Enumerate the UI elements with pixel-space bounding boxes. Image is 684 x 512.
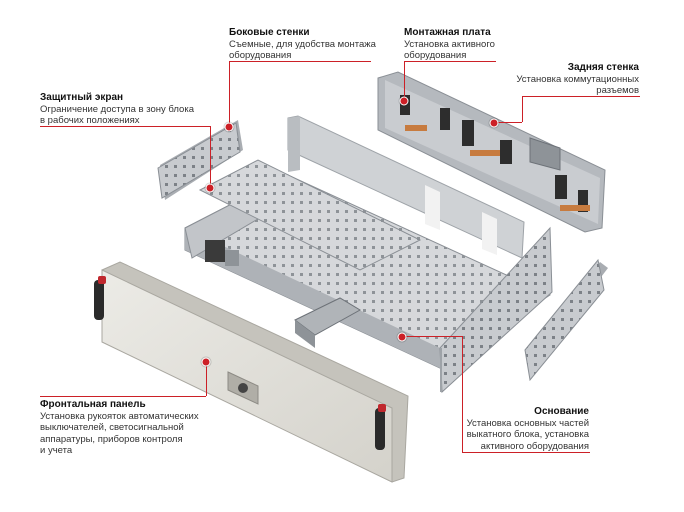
leader-dot bbox=[224, 122, 234, 132]
callout-rule bbox=[522, 96, 640, 97]
callout-title: Монтажная плата bbox=[404, 27, 491, 38]
leader-line bbox=[404, 61, 405, 101]
callout-front-panel: Фронтальная панель Установка рукояток ав… bbox=[40, 399, 199, 457]
chassis-back-wall bbox=[287, 115, 525, 325]
front-panel bbox=[94, 261, 409, 483]
callout-title: Защитный экран bbox=[40, 92, 124, 103]
leader-line bbox=[522, 96, 523, 122]
callout-text: разъемов bbox=[596, 85, 639, 96]
callout-text: оборудования bbox=[229, 50, 292, 61]
callout-text: выкатного блока, установка bbox=[466, 429, 589, 440]
leader-line bbox=[206, 362, 207, 396]
leader-dot bbox=[205, 183, 215, 193]
leader-dot bbox=[399, 96, 409, 106]
callout-text: Установка рукояток автоматических bbox=[40, 410, 199, 422]
callout-text: Съемные, для удобства монтажа bbox=[229, 38, 376, 50]
mount-bridge-plate bbox=[198, 159, 422, 271]
leader-dot bbox=[397, 332, 407, 342]
leader-dot bbox=[201, 357, 211, 367]
base-components bbox=[205, 240, 361, 348]
leader-line bbox=[229, 61, 230, 127]
callout-text: Установка активного bbox=[404, 38, 495, 50]
callout-base: Основание Установка основных частей выка… bbox=[467, 406, 589, 452]
callout-text: и учета bbox=[40, 445, 73, 456]
callout-rule bbox=[404, 61, 496, 62]
callout-rule bbox=[40, 396, 206, 397]
callout-rule bbox=[40, 126, 210, 127]
callout-mount-plate: Монтажная плата Установка активного обор… bbox=[404, 27, 495, 62]
callout-text: аппаратуры, приборов контроля bbox=[40, 433, 183, 445]
callout-text: Ограничение доступа в зону блока bbox=[40, 103, 194, 115]
callout-text: оборудования bbox=[404, 50, 467, 61]
callout-title: Задняя стенка bbox=[567, 62, 639, 73]
leader-line bbox=[210, 126, 211, 188]
back-wall-plate bbox=[377, 71, 606, 233]
callout-rule bbox=[229, 61, 371, 62]
callout-title: Боковые стенки bbox=[229, 27, 310, 38]
callout-text: в рабочих положениях bbox=[40, 115, 140, 126]
leader-line bbox=[462, 336, 463, 452]
callout-side-walls: Боковые стенки Съемные, для удобства мон… bbox=[229, 27, 376, 62]
leader-line bbox=[402, 336, 462, 337]
leader-line bbox=[494, 122, 522, 123]
callout-title: Фронтальная панель bbox=[40, 399, 146, 410]
callout-text: активного оборудования bbox=[480, 440, 589, 452]
callout-text: Установка коммутационных bbox=[516, 73, 639, 85]
side-wall-right bbox=[524, 258, 608, 382]
callout-back-wall: Задняя стенка Установка коммутационных р… bbox=[516, 62, 639, 97]
callout-text: выключателей, светосигнальной bbox=[40, 422, 184, 433]
callout-title: Основание bbox=[534, 406, 589, 417]
leader-dot bbox=[489, 118, 499, 128]
callout-shield: Защитный экран Ограничение доступа в зон… bbox=[40, 92, 194, 127]
callout-text: Установка основных частей bbox=[466, 417, 589, 429]
callout-rule bbox=[462, 452, 590, 453]
